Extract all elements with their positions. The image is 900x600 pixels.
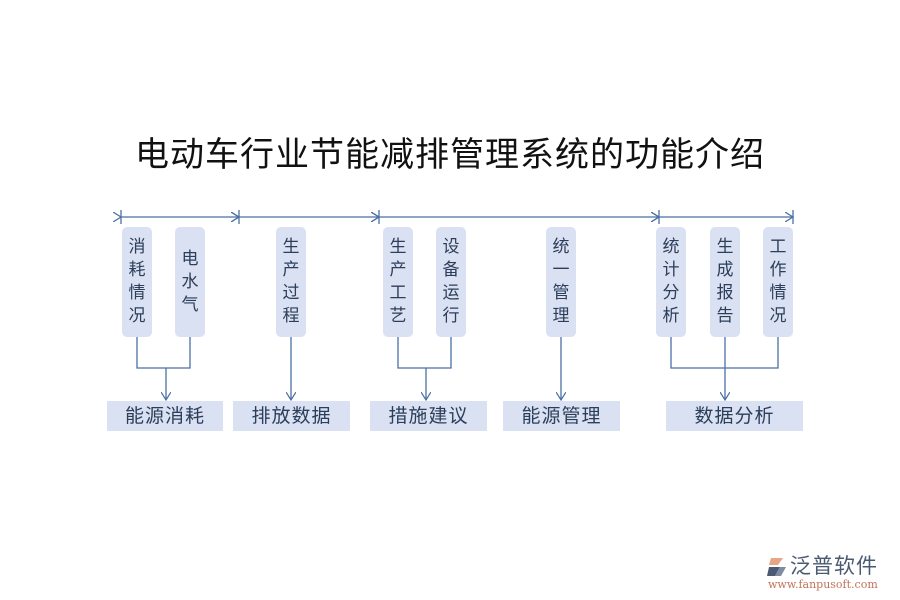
char: 情 (769, 283, 787, 303)
char: 程 (282, 306, 300, 326)
char: 统 (662, 237, 680, 257)
item-box-generate-report: 生 成 报 告 (710, 227, 740, 337)
item-box-work-status: 工 作 情 况 (763, 227, 793, 337)
logo-name: 泛普软件 (790, 554, 878, 578)
item-box-equipment-operation: 设 备 运 行 (436, 227, 466, 337)
char: 成 (716, 260, 734, 280)
item-box-consumption: 消 耗 情 况 (122, 227, 152, 337)
char: 耗 (128, 260, 146, 280)
item-box-production-process: 生 产 过 程 (276, 227, 306, 337)
char: 水 (181, 271, 199, 292)
category-energy-consumption: 能源消耗 (107, 401, 223, 431)
diagram-title: 电动车行业节能减排管理系统的功能介绍 (135, 135, 765, 175)
char: 气 (181, 294, 199, 315)
char: 况 (769, 306, 787, 326)
char: 电 (181, 248, 199, 269)
category-measure-suggestions: 措施建议 (370, 401, 487, 431)
char: 管 (552, 283, 570, 303)
char: 行 (442, 306, 460, 326)
char: 生 (389, 237, 407, 257)
char: 生 (716, 237, 734, 257)
char: 运 (442, 283, 460, 303)
char: 计 (662, 260, 680, 280)
category-data-analysis: 数据分析 (666, 401, 803, 431)
char: 况 (128, 306, 146, 326)
category-energy-management: 能源管理 (503, 401, 620, 431)
fanpu-logo-icon (767, 558, 786, 576)
char: 过 (282, 283, 300, 303)
char: 消 (128, 237, 146, 257)
item-box-unified-management: 统 一 管 理 (546, 227, 576, 337)
char: 产 (389, 260, 407, 280)
fanpu-logo: 泛普软件 www.fanpusoft.com (766, 552, 896, 592)
logo-url: www.fanpusoft.com (768, 578, 878, 591)
char: 设 (442, 237, 460, 257)
item-box-utilities: 电 水 气 (175, 227, 205, 337)
char: 产 (282, 260, 300, 280)
char: 理 (552, 306, 570, 326)
char: 备 (442, 260, 460, 280)
char: 分 (662, 283, 680, 303)
char: 工 (389, 283, 407, 303)
char: 析 (662, 306, 680, 326)
category-emission-data: 排放数据 (233, 401, 350, 431)
item-box-statistical-analysis: 统 计 分 析 (656, 227, 686, 337)
char: 报 (716, 283, 734, 303)
item-box-production-technique: 生 产 工 艺 (383, 227, 413, 337)
char: 一 (552, 260, 570, 280)
char: 艺 (389, 306, 407, 326)
char: 情 (128, 283, 146, 303)
char: 告 (716, 306, 734, 326)
char: 工 (769, 237, 787, 257)
char: 统 (552, 237, 570, 257)
char: 生 (282, 237, 300, 257)
char: 作 (769, 260, 787, 280)
